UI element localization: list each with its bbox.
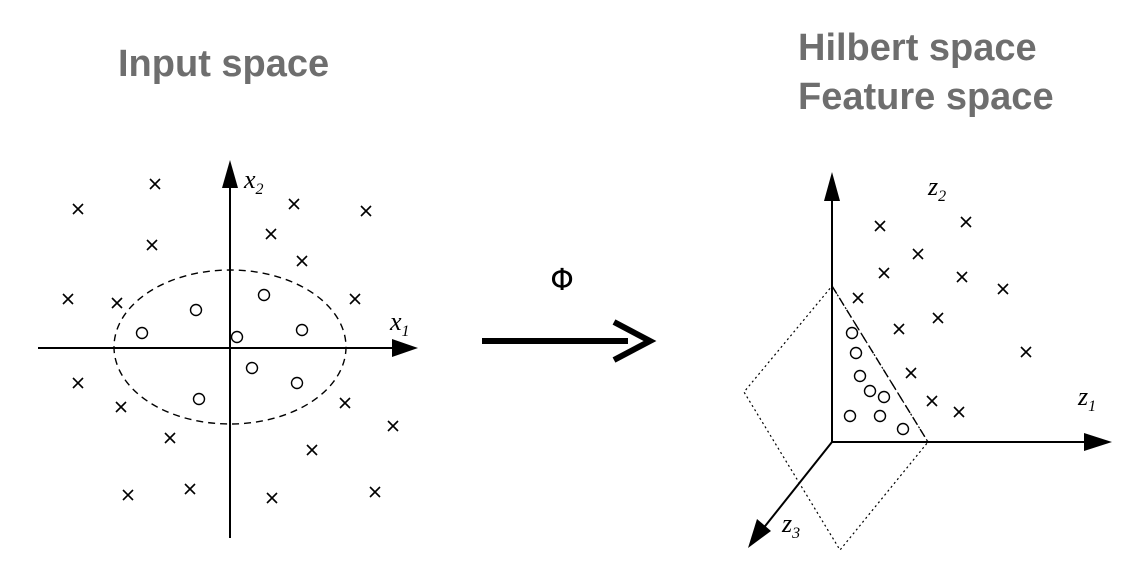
cross-point (953, 406, 965, 418)
cross-point (387, 420, 399, 432)
cross-point (349, 293, 361, 305)
cross-point (265, 228, 277, 240)
z1-arrowhead (1084, 433, 1112, 451)
cross-point (360, 205, 372, 217)
separating-hyperplane (743, 284, 929, 552)
x1-arrowhead (392, 339, 418, 357)
cross-point (1020, 346, 1032, 358)
cross-point (926, 395, 938, 407)
cross-point (852, 292, 864, 304)
cross-point (306, 444, 318, 456)
phi-symbol: Φ (550, 263, 574, 298)
circle-point (849, 346, 863, 360)
cross-point (266, 492, 278, 504)
cross-point (912, 248, 924, 260)
circle-point (853, 369, 867, 383)
hyperplane-dashed-edge (831, 285, 929, 443)
circle-point (845, 326, 859, 340)
circle-point (245, 361, 259, 375)
z3-axis (761, 441, 833, 531)
circle-point (290, 376, 304, 390)
z2-axis-label: z2 (927, 172, 946, 205)
cross-point (997, 283, 1009, 295)
circle-point (192, 392, 206, 406)
z3-arrowhead (748, 519, 771, 548)
input-space-title: Input space (118, 43, 330, 85)
cross-point (122, 489, 134, 501)
x2-arrowhead (222, 160, 238, 188)
circle-point (877, 390, 891, 404)
cross-point (339, 397, 351, 409)
circle-point (189, 303, 203, 317)
cross-point (72, 203, 84, 215)
x1-axis-label: x1 (389, 307, 410, 340)
cross-point (932, 312, 944, 324)
cross-point (72, 377, 84, 389)
cross-point (184, 483, 196, 495)
feature-space-points (843, 216, 1032, 436)
mapping-arrowhead (612, 319, 657, 363)
cross-point (893, 323, 905, 335)
cross-point (164, 432, 176, 444)
cross-point (111, 297, 123, 309)
circle-point (295, 323, 309, 337)
hilbert-space-title: Hilbert space (798, 27, 1037, 69)
circle-point (843, 409, 857, 423)
cross-point (146, 239, 158, 251)
circle-point (257, 288, 271, 302)
z1-axis-label: z1 (1077, 382, 1096, 415)
cross-point (296, 255, 308, 267)
cross-point (878, 267, 890, 279)
x2-axis-label: x2 (243, 165, 264, 198)
cross-point (115, 401, 127, 413)
decision-boundary-ellipse (113, 269, 347, 425)
cross-point (874, 220, 886, 232)
circle-point (135, 326, 149, 340)
cross-point (956, 271, 968, 283)
circle-point (230, 330, 244, 344)
input-space-points (62, 178, 399, 504)
cross-point (288, 198, 300, 210)
circle-point (896, 422, 910, 436)
cross-point (960, 216, 972, 228)
cross-point (149, 178, 161, 190)
z2-arrowhead (824, 172, 840, 201)
cross-point (62, 293, 74, 305)
cross-point (905, 367, 917, 379)
feature-space-axes (748, 172, 1112, 548)
feature-space-title: Feature space (798, 76, 1054, 118)
circle-point (873, 409, 887, 423)
z3-axis-label: z3 (781, 509, 800, 542)
circle-point (863, 384, 877, 398)
input-space-axes (38, 160, 418, 538)
cross-point (369, 486, 381, 498)
